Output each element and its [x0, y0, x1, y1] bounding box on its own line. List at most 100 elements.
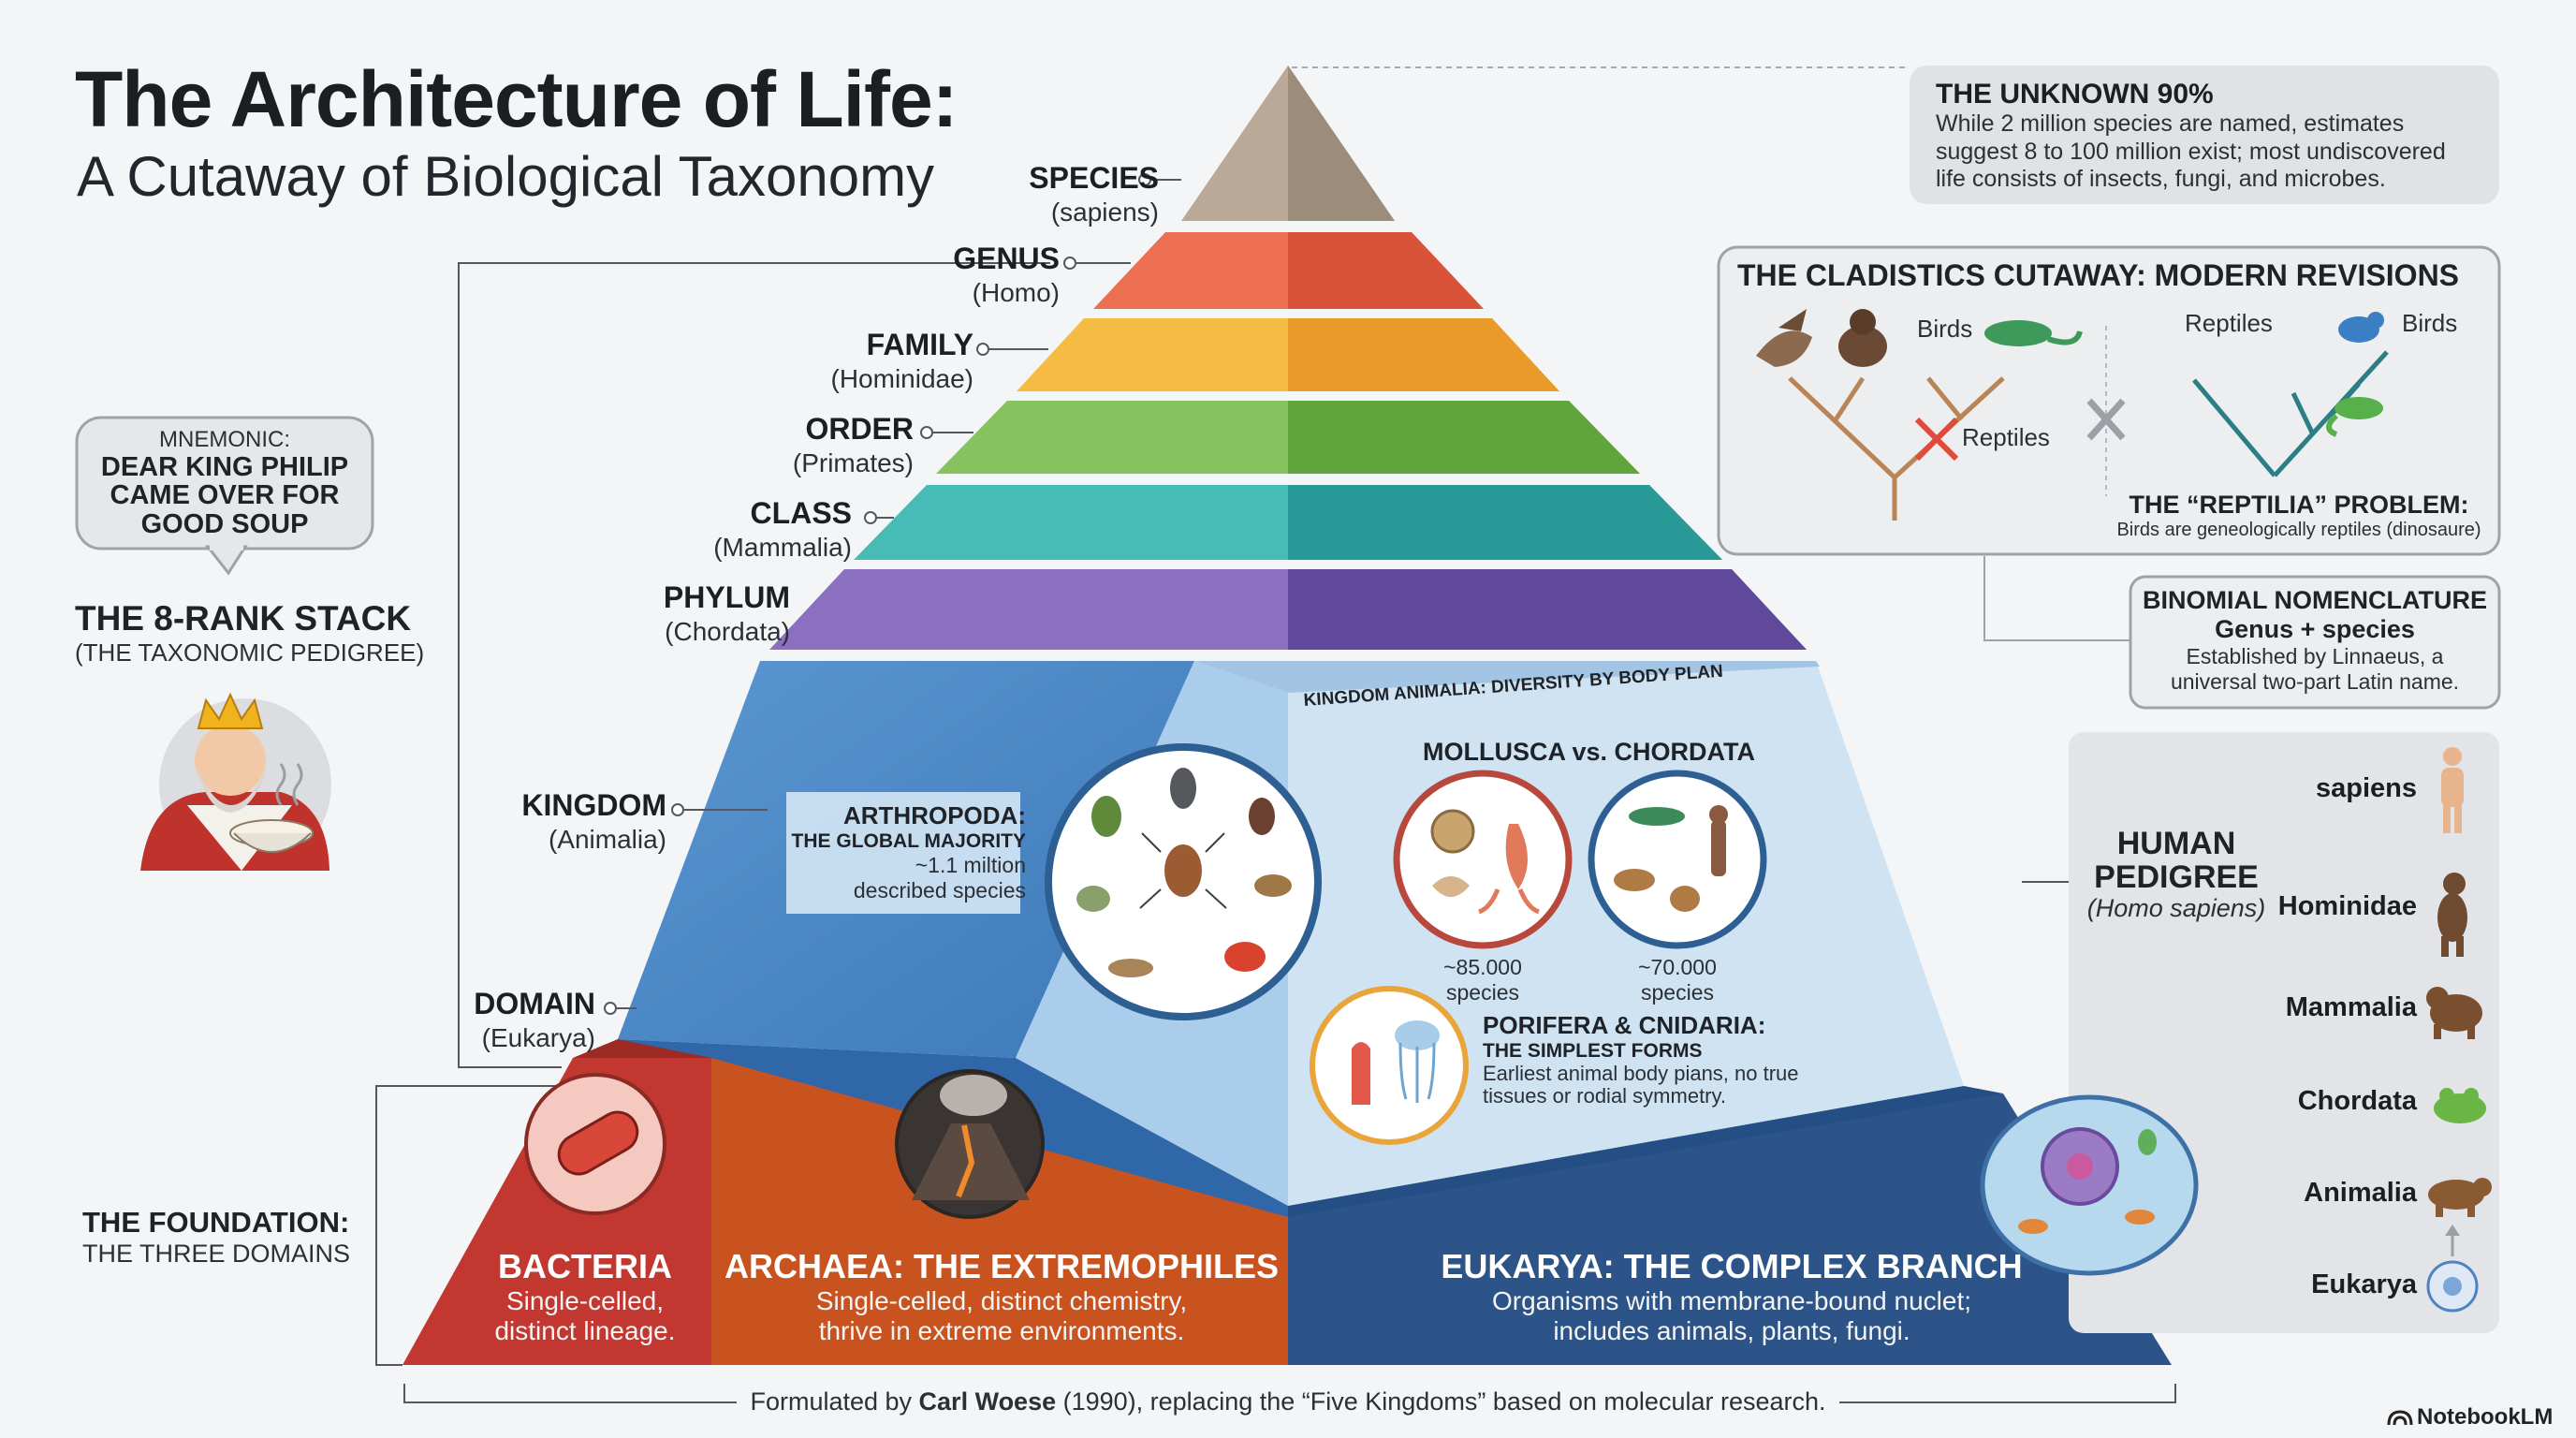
- arthropoda-circle: [1045, 743, 1322, 1020]
- clade-label-reptiles-left: Reptiles: [1962, 423, 2050, 451]
- domain-archaea[interactable]: ARCHAEA: THE EXTREMOPHILES Single-celled…: [721, 1247, 1282, 1346]
- chordata-count: ~70.000: [1638, 955, 1717, 979]
- rank-domain[interactable]: DOMAIN (Eukarya): [474, 987, 595, 1053]
- porifera-line: Earliest animal body pians, no true: [1483, 1062, 1799, 1085]
- unknown-line: While 2 million species are named, estim…: [1936, 110, 2405, 137]
- pedigree-arrowhead: [2445, 1225, 2460, 1236]
- kingdom-cutaway-top: [1194, 661, 1820, 693]
- foundation-subtitle: THE THREE DOMAINS: [82, 1240, 351, 1268]
- mollusca-unit: species: [1446, 980, 1519, 1005]
- rank-phylum[interactable]: PHYLUM (Chordata): [664, 580, 790, 647]
- rank-order[interactable]: ORDER (Primates): [793, 412, 914, 478]
- arthropoda-subtitle: THE GLOBAL MAJORITY: [791, 830, 1026, 852]
- pedigree-item: Chordata: [2297, 1086, 2417, 1116]
- unknown-line: suggest 8 to 100 million exist; most und…: [1936, 138, 2446, 165]
- mollusca-stat: ~85.000 species: [1427, 955, 1539, 1005]
- mnemonic-bubble: [75, 416, 374, 576]
- rank-genus[interactable]: GENUS (Homo): [953, 242, 1060, 308]
- rank-example: (Hominidae): [830, 364, 974, 393]
- brand-label: NotebookLM: [2417, 1404, 2554, 1430]
- porifera-circle: [1310, 986, 1469, 1145]
- mnemonic: MNEMONIC: DEAR KING PHILIP CAME OVER FOR…: [77, 427, 373, 538]
- archaea-line: thrive in extreme environments.: [818, 1316, 1185, 1346]
- binomial-connector: [1983, 556, 2130, 641]
- stack-subtitle: (THE TAXONOMIC PEDIGREE): [75, 638, 425, 667]
- rank-example: (sapiens): [1050, 198, 1159, 227]
- pedigree-item: Hominidae: [2277, 891, 2417, 921]
- pedigree-latin: (Homo sapiens): [2086, 894, 2266, 923]
- arthropoda-band: [786, 792, 1020, 914]
- footer-note: Formulated by Carl Woese (1990), replaci…: [0, 1387, 2576, 1416]
- reptilia-problem: THE “REPTILIA” PROBLEM: Birds are geneol…: [2112, 491, 2486, 541]
- unknown-title: THE UNKNOWN 90%: [1936, 79, 2214, 110]
- bacterium-icon: [524, 1073, 666, 1215]
- rank-name: DOMAIN: [474, 987, 595, 1020]
- lizard-icon: [1984, 320, 2083, 346]
- rank-example: (Chordata): [665, 617, 790, 646]
- volcano-icon: [895, 1069, 1045, 1219]
- dove-icon: [1756, 309, 1812, 367]
- pedigree-item: sapiens: [2316, 773, 2417, 803]
- foundation-bracket: [375, 1085, 580, 1366]
- eukarya-line: includes animals, plants, fungi.: [1553, 1316, 1910, 1346]
- rank-example: (Animalia): [548, 825, 666, 854]
- unknown-box: [1910, 66, 2499, 204]
- mnemonic-heading: MNEMONIC:: [159, 427, 290, 452]
- mollusca-count: ~85.000: [1443, 955, 1522, 979]
- footer-suffix: (1990), replacing the “Five Kingdoms” ba…: [1056, 1387, 1826, 1416]
- mnemonic-line: CAME OVER FOR: [110, 480, 340, 511]
- pedigree-item: Mammalia: [2285, 992, 2417, 1022]
- reptilia-problem-title: THE “REPTILIA” PROBLEM:: [2129, 491, 2469, 519]
- footer-prefix: Formulated by: [750, 1387, 919, 1416]
- domain-bacteria[interactable]: BACTERIA Single-celled, distinct lineage…: [468, 1247, 702, 1346]
- arthropoda-desc: described species: [853, 878, 1026, 902]
- clade-label-birds-left: Birds: [1917, 315, 1973, 343]
- porifera-callout: PORIFERA & CNIDARIA: THE SIMPLEST FORMS …: [1483, 1011, 1799, 1108]
- binomial-box: [2129, 575, 2501, 710]
- domain-eukarya[interactable]: EUKARYA: THE COMPLEX BRANCH Organisms wi…: [1423, 1247, 2041, 1346]
- rank-kingdom[interactable]: KINGDOM (Animalia): [521, 788, 666, 855]
- pedigree-item: Animalia: [2304, 1178, 2417, 1208]
- rank-name: PHYLUM: [663, 580, 790, 614]
- pedigree-title: HUMAN: [2116, 826, 2236, 861]
- rank-species[interactable]: SPECIES (sapiens): [1029, 161, 1159, 227]
- human-icon: [2441, 747, 2464, 833]
- rank-example: (Mammalia): [713, 533, 852, 562]
- binomial-callout: BINOMIAL NOMENCLATURE Genus + species Es…: [2130, 586, 2499, 695]
- chordata-circle: [1588, 770, 1767, 949]
- reptilia-problem-body: Birds are geneologically reptiles (dinos…: [2116, 520, 2481, 540]
- tier-phylum-shade: [1288, 569, 1807, 650]
- porifera-title: PORIFERA & CNIDARIA:: [1483, 1011, 1766, 1039]
- clade-label-reptiles-right: Reptiles: [2185, 309, 2273, 337]
- notebooklm-logo-icon: [2387, 1410, 2413, 1426]
- foundation-title: THE FOUNDATION:: [82, 1206, 350, 1239]
- gecko-icon: [2326, 397, 2383, 437]
- eukaryote-cell-icon: [2426, 1260, 2479, 1313]
- bacteria-title: BACTERIA: [498, 1247, 672, 1285]
- pedigree-item: Eukarya: [2311, 1269, 2417, 1299]
- footer-name: Carl Woese: [918, 1387, 1057, 1416]
- arthropoda-callout: ARTHROPODA: THE GLOBAL MAJORITY ~1.1 mil…: [786, 801, 1026, 903]
- tier-class-shade: [1288, 485, 1722, 560]
- frog-icon: [2434, 1088, 2486, 1123]
- bacteria-line: Single-celled,: [505, 1286, 665, 1315]
- base-eukarya[interactable]: [1288, 1093, 2172, 1365]
- page-title: The Architecture of Life:: [75, 55, 959, 143]
- rank-name: FAMILY: [866, 328, 973, 361]
- rank-example: (Eukarya): [481, 1023, 595, 1052]
- tier-order-shade: [1288, 401, 1640, 474]
- gorilla-icon: [2426, 987, 2482, 1039]
- bluebird-icon: [2338, 312, 2384, 343]
- rank-name: GENUS: [953, 242, 1060, 275]
- rank-name: KINGDOM: [521, 788, 666, 822]
- cladistics-title: THE CLADISTICS CUTAWAY: MODERN REVISIONS: [1737, 258, 2460, 292]
- rank-class[interactable]: CLASS (Mammalia): [713, 496, 852, 563]
- arthropoda-count: ~1.1 miltion: [915, 853, 1026, 877]
- archaea-line: Single-celled, distinct chemistry,: [815, 1286, 1188, 1315]
- page-subtitle: A Cutaway of Biological Taxonomy: [77, 145, 935, 208]
- rank-family[interactable]: FAMILY (Hominidae): [831, 328, 974, 394]
- rank-name: ORDER: [805, 412, 914, 446]
- unknown-line: life consists of insects, fungi, and mic…: [1936, 166, 2386, 192]
- rank-example: (Primates): [792, 448, 914, 477]
- stack-label: THE 8-RANK STACK (THE TAXONOMIC PEDIGREE…: [75, 599, 424, 668]
